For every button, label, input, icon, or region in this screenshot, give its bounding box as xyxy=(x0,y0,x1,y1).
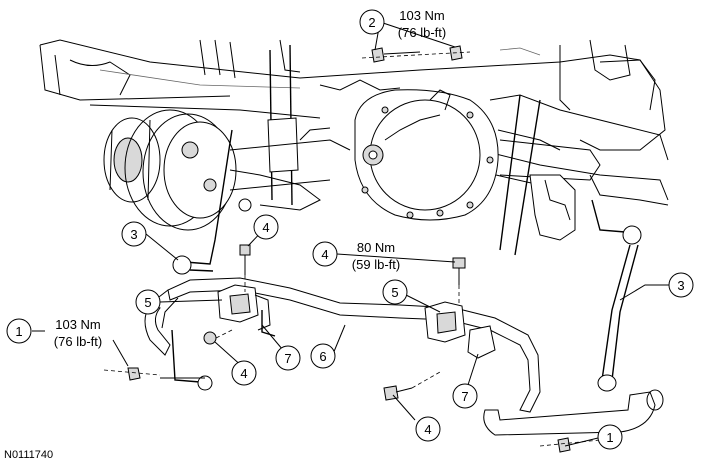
callout-3-left: 3 xyxy=(121,221,147,247)
svg-text:103 Nm: 103 Nm xyxy=(399,8,445,23)
callout-5-right: 5 xyxy=(382,279,408,305)
svg-text:2: 2 xyxy=(368,15,375,30)
rear-differential xyxy=(354,89,601,221)
vehicle-frame xyxy=(39,39,669,206)
callout-2: 2 xyxy=(359,9,385,35)
nut-1-right xyxy=(539,437,601,453)
callout-7-right: 7 xyxy=(452,383,478,409)
right-shock-bracket xyxy=(499,94,576,256)
callout-3-right: 3 xyxy=(668,272,694,298)
left-bushing-bracket xyxy=(217,284,276,337)
upper-bolt-2 xyxy=(361,45,471,63)
bolt-4-upper-right xyxy=(452,257,466,305)
right-bushing-bracket xyxy=(424,301,496,359)
callout-4-lower-left: 4 xyxy=(231,360,257,386)
nut-4-left xyxy=(203,329,233,345)
svg-text:(76 lb-ft): (76 lb-ft) xyxy=(398,25,446,40)
svg-text:5: 5 xyxy=(144,295,151,310)
callout-4-lower: 4 xyxy=(415,416,441,442)
svg-text:5: 5 xyxy=(391,285,398,300)
wheel-hub-assembly xyxy=(103,109,351,231)
callout-5-left: 5 xyxy=(135,289,161,315)
svg-text:(59 lb-ft): (59 lb-ft) xyxy=(352,257,400,272)
callout-1-right: 1 xyxy=(597,424,623,450)
svg-text:4: 4 xyxy=(240,366,247,381)
differential-cover-bolts xyxy=(361,106,494,219)
callout-4-torque: 4 xyxy=(312,241,338,267)
right-end-link xyxy=(591,199,642,392)
figure-id: N0111740 xyxy=(4,449,54,461)
callout-4-upper-left: 4 xyxy=(253,214,279,240)
torque-spec-2: 103 Nm (76 lb-ft) xyxy=(398,8,446,40)
svg-text:7: 7 xyxy=(461,389,468,404)
bolt-4-upper-left xyxy=(239,244,251,292)
callout-6: 6 xyxy=(310,343,336,369)
torque-spec-1-left: 103 Nm (76 lb-ft) xyxy=(54,317,102,349)
torque-spec-4: 80 Nm (59 lb-ft) xyxy=(352,240,400,272)
svg-text:4: 4 xyxy=(424,422,431,437)
svg-text:80 Nm: 80 Nm xyxy=(357,240,395,255)
svg-text:4: 4 xyxy=(321,247,328,262)
svg-text:(76 lb-ft): (76 lb-ft) xyxy=(54,334,102,349)
nut-1-left xyxy=(103,367,161,381)
svg-text:1: 1 xyxy=(606,430,613,445)
left-end-link xyxy=(160,129,233,391)
callout-1-left: 1 xyxy=(6,318,32,344)
svg-text:1: 1 xyxy=(15,324,22,339)
svg-text:4: 4 xyxy=(262,220,269,235)
svg-text:7: 7 xyxy=(284,351,291,366)
callout-7-left: 7 xyxy=(275,345,301,371)
svg-text:6: 6 xyxy=(319,349,326,364)
svg-text:3: 3 xyxy=(130,227,137,242)
svg-text:3: 3 xyxy=(677,278,684,293)
bolt-4-lower xyxy=(383,371,441,401)
svg-text:103 Nm: 103 Nm xyxy=(55,317,101,332)
